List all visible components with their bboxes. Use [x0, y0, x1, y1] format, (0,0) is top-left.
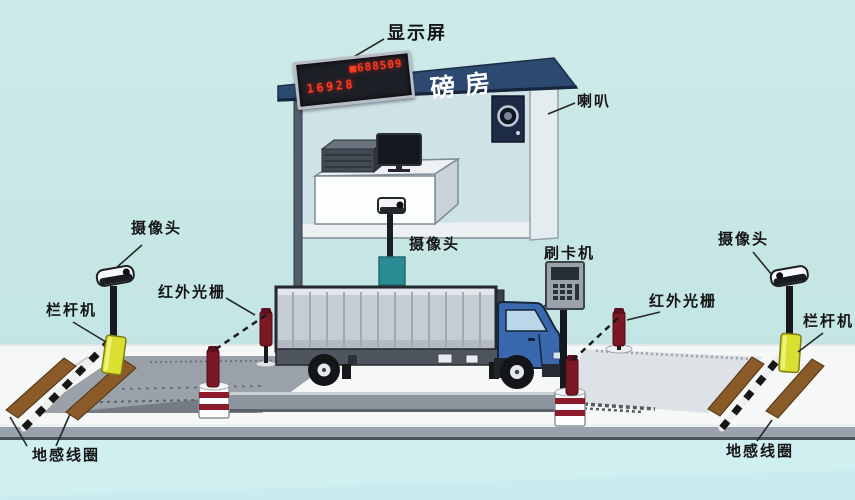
- monitor: [376, 133, 422, 172]
- camera-lens-icon: [122, 268, 130, 276]
- barrier-arm-left: [20, 337, 114, 432]
- camera-head-right: [769, 265, 809, 288]
- label-camera-booth: 摄像头: [409, 236, 461, 253]
- ir-post-rear-right: [605, 308, 633, 354]
- weigh-house-title: 磅房: [428, 68, 502, 104]
- label-card-reader: 刷卡机: [544, 245, 596, 262]
- ir-post-rear-left: [255, 308, 277, 368]
- camera-head-left: [95, 264, 135, 287]
- label-barrier-left: 栏杆机: [46, 302, 98, 319]
- label-ir-grating-left: 红外光栅: [158, 284, 227, 301]
- ground-coil-strip: [765, 358, 825, 419]
- cab-window: [505, 309, 549, 332]
- label-camera-right: 摄像头: [718, 231, 770, 248]
- barrier-gate-box-right: [778, 332, 802, 374]
- ir-post-front-left: [198, 346, 230, 419]
- camera-pole-right: [769, 265, 809, 340]
- camera-lens-icon: [776, 272, 784, 280]
- label-ground-coil-left: 地感线圈: [32, 447, 101, 464]
- booth-camera: [377, 197, 406, 286]
- ground-coil-strip: [5, 357, 77, 419]
- house-right-wall: [529, 69, 559, 241]
- label-barrier-right: 栏杆机: [803, 313, 855, 330]
- camera-lens-icon: [396, 201, 404, 209]
- truck-wheels: [308, 354, 534, 389]
- label-display-screen: 显示屏: [387, 23, 447, 43]
- truck-container: [274, 285, 498, 353]
- card-reader-pole: [560, 307, 567, 395]
- card-reader: [545, 261, 585, 395]
- barrier-gate-box-left: [100, 334, 127, 376]
- speaker-panel: [491, 95, 525, 143]
- booth-camera-pole: [387, 213, 393, 260]
- truck: [274, 285, 565, 389]
- camera-pole-left: [95, 264, 135, 340]
- label-ground-coil-right: 地感线圈: [726, 443, 795, 460]
- label-camera-left: 摄像头: [131, 220, 183, 237]
- ground-coil-strip: [707, 356, 765, 417]
- ir-post-front-right: [554, 355, 586, 427]
- label-ir-grating-right: 红外光栅: [649, 293, 718, 310]
- scale-platform-edge: [226, 392, 558, 412]
- weigh-house: [277, 57, 579, 347]
- card-reader-screen: [551, 267, 579, 280]
- label-speaker: 喇叭: [577, 93, 612, 110]
- card-reader-keypad: [553, 284, 572, 300]
- leader-lines: [9, 38, 824, 447]
- camera-mount-box: [378, 256, 406, 286]
- cab-bumper: [542, 364, 565, 377]
